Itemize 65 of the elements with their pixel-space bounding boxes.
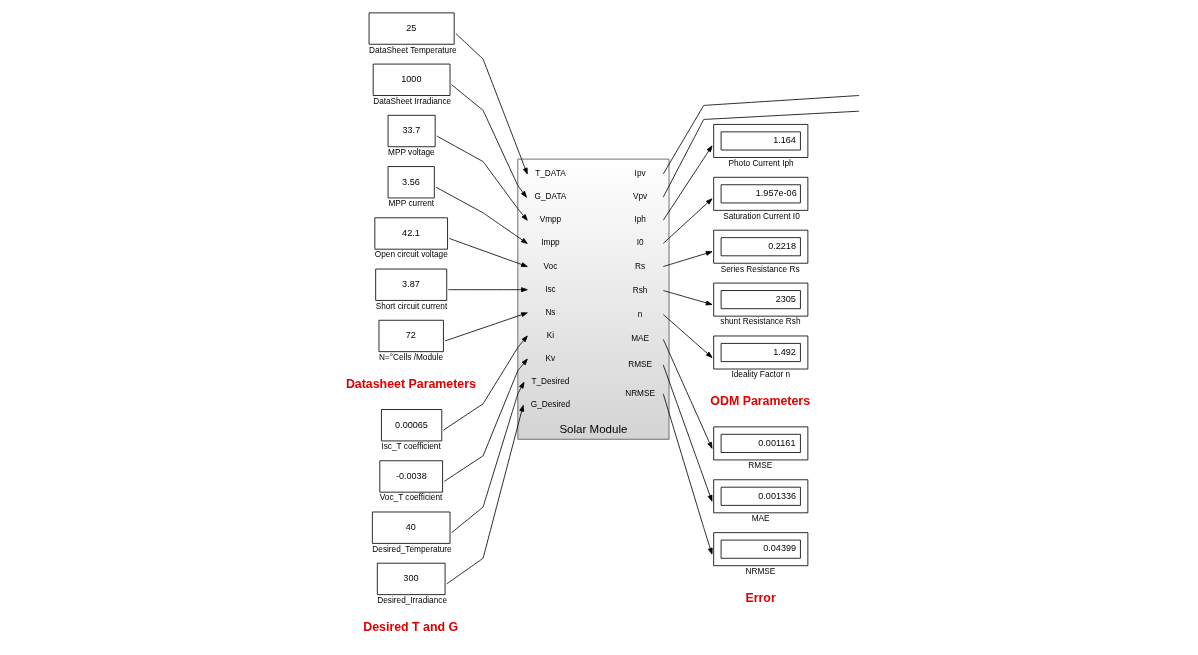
arrow	[443, 358, 528, 482]
node-label: Ideality Factor n	[730, 370, 790, 380]
node-label: shunt Resistance Rsh	[719, 317, 801, 327]
node-label: Open circuit voltage	[374, 250, 448, 260]
node-label: Series Resistance Rs	[720, 264, 800, 274]
node-text: NRMSE	[624, 388, 655, 398]
arrow	[662, 198, 712, 244]
node-text: Rsh	[632, 285, 647, 295]
node-text: Rs	[634, 261, 645, 271]
label: ODM Parameters	[709, 393, 810, 408]
node-text: n	[637, 309, 642, 319]
node-text: RMSE	[627, 359, 652, 369]
node-label: NRMSE	[744, 566, 775, 576]
label: Desired T and G	[362, 619, 458, 634]
node-label: DataSheet Irradiance	[372, 96, 451, 106]
node-text: MAE	[630, 334, 649, 344]
node-text: T_DATA	[534, 169, 566, 179]
arrow	[445, 404, 524, 585]
arrow	[662, 338, 712, 449]
node-text: Impp	[540, 238, 560, 248]
connector	[662, 110, 859, 198]
node-label: MPP current	[387, 199, 434, 209]
arrow	[662, 314, 712, 358]
arrow	[662, 364, 712, 502]
arrow	[450, 84, 527, 198]
label: Error	[744, 590, 776, 605]
node-label: MAE	[751, 514, 770, 524]
node-text: T_Desired	[530, 377, 569, 387]
connector	[662, 95, 859, 175]
node-label: Short circuit current	[375, 301, 447, 311]
node-label: Desired_Temperature	[371, 544, 452, 554]
arrow	[444, 312, 528, 342]
node-label: Photo Current Iph	[728, 158, 794, 168]
node-label: Saturation Current I0	[722, 211, 800, 221]
node-label: Voc_T coefficient	[379, 493, 442, 503]
node-label: RMSE	[747, 461, 772, 471]
arrow	[662, 393, 713, 555]
node-text: Voc	[543, 261, 557, 271]
arrow	[435, 186, 528, 244]
node-text: Vpv	[632, 192, 647, 202]
arrow	[662, 145, 712, 221]
node-label: Isc_T coefficient	[380, 442, 441, 452]
node-text: Ipv	[634, 169, 646, 179]
node-text: Ki	[546, 331, 554, 341]
node-text: G_Desired	[530, 400, 570, 410]
node-text: Ns	[544, 307, 555, 317]
node-text: I0	[636, 238, 644, 248]
label: Datasheet Parameters	[345, 376, 476, 391]
node-text: Iph	[633, 215, 646, 225]
node-label: Desired_Irradiance	[376, 595, 447, 605]
arrow	[450, 381, 524, 534]
node-label: MPP voltage	[387, 147, 435, 157]
node-text: Kv	[545, 354, 555, 364]
node-text: Isc	[544, 284, 556, 294]
arrow	[662, 251, 712, 267]
arrow	[435, 135, 528, 221]
arrow	[662, 290, 712, 306]
node-label: DataSheet Temperature	[368, 45, 457, 55]
node-text: Vmpp	[539, 215, 561, 225]
arrow	[448, 238, 528, 267]
node-text: G_DATA	[534, 192, 566, 202]
arrow	[447, 287, 528, 293]
node-label: N=°Cells /Module	[378, 352, 443, 362]
arrow	[442, 335, 528, 431]
arrow	[454, 33, 528, 175]
